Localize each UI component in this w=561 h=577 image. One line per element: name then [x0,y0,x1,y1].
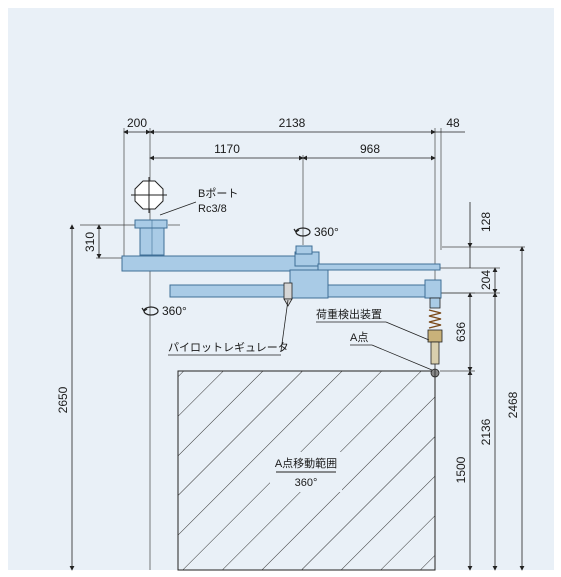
dim-310: 310 [83,232,97,252]
forearm-link [317,263,441,271]
dim-968: 968 [360,142,380,156]
dim-2650: 2650 [56,386,70,413]
dim-1170: 1170 [214,142,240,156]
rc-label: Rc3/8 [198,203,227,215]
regulator-leader [280,299,289,352]
load-detector-part [427,297,443,378]
pillar-flange [134,219,168,229]
dim-1500: 1500 [454,456,468,483]
elbow-block [289,269,329,299]
dim-2138: 2138 [279,116,306,130]
port-leader [159,201,197,216]
dimension-lines [69,129,525,571]
b-port-label: Bポート [198,187,238,200]
rotation-arrow-icon [293,227,311,237]
pilot-regulator-label: パイロットレギュレータ [168,341,289,354]
range-angle: 360° [295,477,318,489]
dim-2468: 2468 [506,391,520,418]
dim-204: 204 [479,270,493,290]
dim-2136: 2136 [479,418,493,445]
dim-48: 48 [446,116,460,130]
load-device-leader [385,321,430,341]
dim-200: 200 [127,116,147,130]
rotation-upper-label: 360° [314,225,339,239]
load-device-label: 荷重検出装置 [316,307,382,321]
rotation-arrow-icon [141,306,159,316]
upper-arm [121,255,320,272]
port-symbol-icon [131,177,167,213]
arm-end-block [424,279,442,299]
point-a-leader [371,344,433,371]
joint-cap [295,245,313,255]
dim-128: 128 [479,212,493,232]
dim-636: 636 [454,322,468,342]
rotation-lower-label: 360° [162,304,187,318]
range-title: A点移動範囲 [275,456,337,470]
point-a-label: A点 [350,331,368,344]
